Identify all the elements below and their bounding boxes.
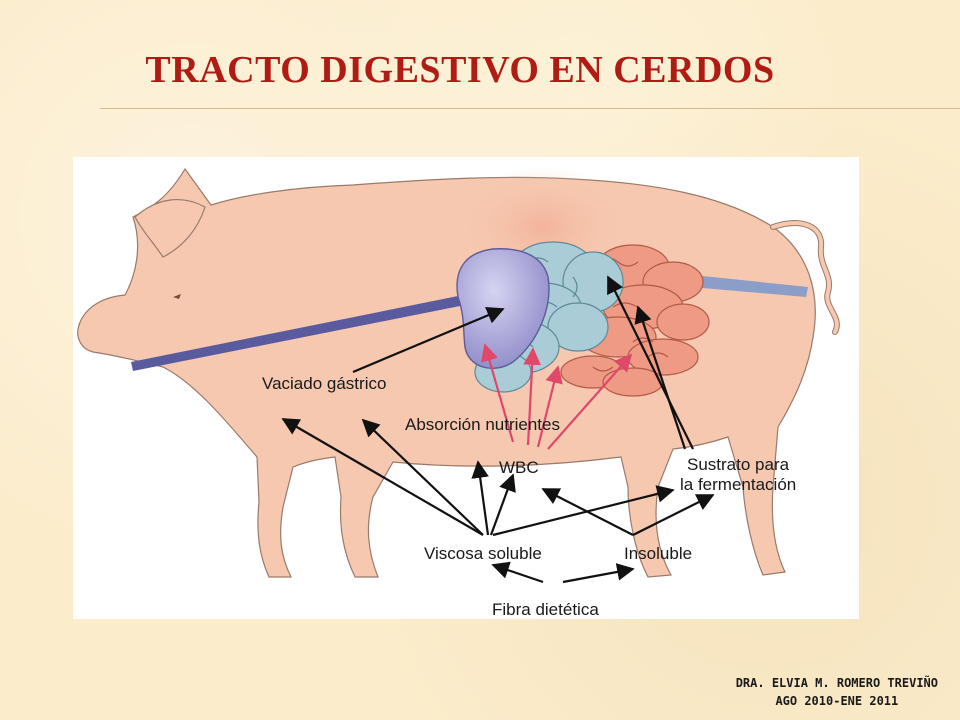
footer-period: AGO 2010-ENE 2011 <box>775 694 899 708</box>
colon-tube-shape <box>691 275 808 297</box>
large-intestine-shape <box>560 244 710 397</box>
diagram-svg: Vaciado gástrico Absorción nutrientes WB… <box>77 167 840 619</box>
label-sustrato-2: la fermentación <box>680 475 796 494</box>
relation-arrows <box>281 275 715 584</box>
author-footer: DRA. ELVIA M. ROMERO TREVIÑO AGO 2010-EN… <box>736 674 938 710</box>
esophagus-shape <box>131 295 465 371</box>
label-vaciado-gastrico: Vaciado gástrico <box>262 374 386 393</box>
pig-digestive-diagram: Vaciado gástrico Absorción nutrientes WB… <box>73 157 859 619</box>
pig-body <box>77 167 840 578</box>
label-viscosa-soluble: Viscosa soluble <box>424 544 542 563</box>
footer-author: DRA. ELVIA M. ROMERO TREVIÑO <box>735 676 938 690</box>
title-divider <box>100 108 960 109</box>
label-sustrato-1: Sustrato para <box>687 455 790 474</box>
label-insoluble: Insoluble <box>624 544 692 563</box>
label-fibra-dietetica: Fibra dietética <box>492 600 599 619</box>
label-absorcion-nutrientes: Absorción nutrientes <box>405 415 560 434</box>
label-wbc: WBC <box>499 458 539 477</box>
slide-title: TRACTO DIGESTIVO EN CERDOS <box>145 49 775 91</box>
absorption-arrows <box>480 343 633 450</box>
